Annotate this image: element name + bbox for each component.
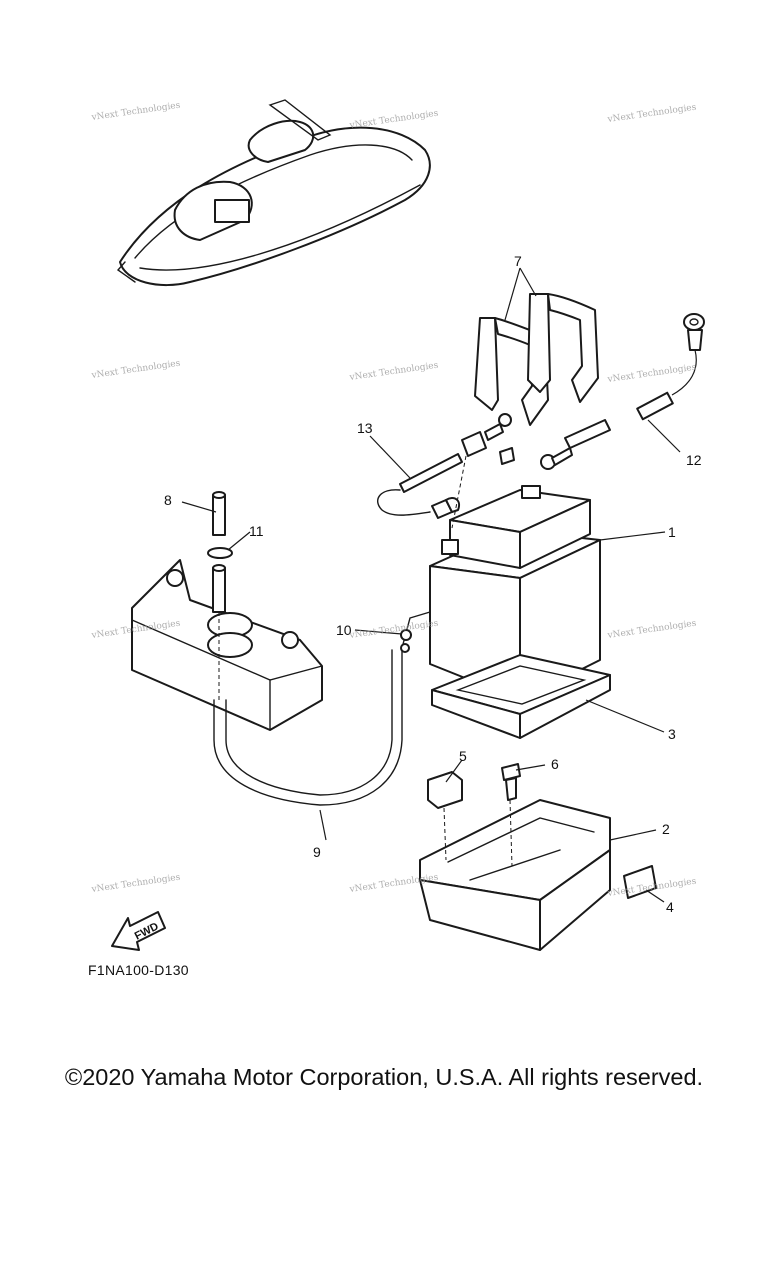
bolt-6 (501, 763, 521, 801)
callout-3: 3 (668, 726, 676, 742)
svg-text:vNext Technologies: vNext Technologies (90, 101, 181, 124)
leader-line (599, 531, 666, 541)
leader-line (354, 629, 403, 635)
reference-line (451, 455, 467, 529)
callout-13: 13 (357, 420, 373, 436)
forward-arrow-icon: FWD (111, 911, 166, 951)
leader-line (645, 889, 665, 903)
pipe-8 (212, 491, 226, 536)
leader-line (319, 809, 327, 841)
leader-line (647, 419, 681, 453)
svg-text:vNext Technologies: vNext Technologies (348, 109, 439, 132)
leader-line (369, 435, 411, 479)
battery-cable-13 (377, 413, 515, 519)
leader-line (227, 531, 251, 551)
battery-band-7 (474, 293, 599, 426)
copyright-notice: ©2020 Yamaha Motor Corporation, U.S.A. A… (64, 1064, 704, 1090)
leader-line (609, 829, 657, 841)
pipe-lower (212, 564, 226, 613)
callout-9: 9 (313, 844, 321, 860)
battery-cable-12 (540, 313, 705, 470)
callout-5: 5 (459, 748, 467, 764)
callout-8: 8 (164, 492, 172, 508)
callout-4: 4 (666, 899, 674, 915)
callout-10: 10 (336, 622, 352, 638)
leader-line (515, 764, 546, 771)
battery-mat-3 (431, 654, 611, 739)
svg-text:vNext Technologies: vNext Technologies (348, 361, 439, 384)
callout-6: 6 (551, 756, 559, 772)
clip-11 (207, 547, 233, 559)
leader-line (181, 501, 217, 513)
diagram-code: F1NA100-D130 (88, 962, 189, 978)
callout-2: 2 (662, 821, 670, 837)
callout-1: 1 (668, 524, 676, 540)
svg-text:vNext Technologies: vNext Technologies (606, 103, 697, 126)
cap-5 (427, 771, 463, 809)
callout-7: 7 (514, 253, 522, 269)
svg-text:vNext Technologies: vNext Technologies (606, 619, 697, 642)
battery-box-2 (419, 799, 611, 951)
svg-text:vNext Technologies: vNext Technologies (90, 873, 181, 896)
callout-11: 11 (249, 523, 264, 539)
vent-hose-9 (213, 611, 431, 806)
leader-line (585, 699, 665, 733)
reference-line (443, 807, 447, 861)
leader-line (504, 267, 521, 321)
svg-text:vNext Technologies: vNext Technologies (606, 363, 697, 386)
leader-line (445, 759, 463, 783)
leader-line (519, 267, 537, 297)
plate-4 (623, 865, 657, 899)
vent-bracket (131, 559, 323, 731)
svg-text:vNext Technologies: vNext Technologies (90, 359, 181, 382)
parts-diagram: 1 2 3 4 5 6 7 8 9 10 11 12 13 FWD vNext … (90, 99, 705, 951)
watercraft-overview (116, 99, 431, 286)
svg-text:vNext Technologies: vNext Technologies (348, 619, 439, 642)
callout-12: 12 (686, 452, 702, 468)
